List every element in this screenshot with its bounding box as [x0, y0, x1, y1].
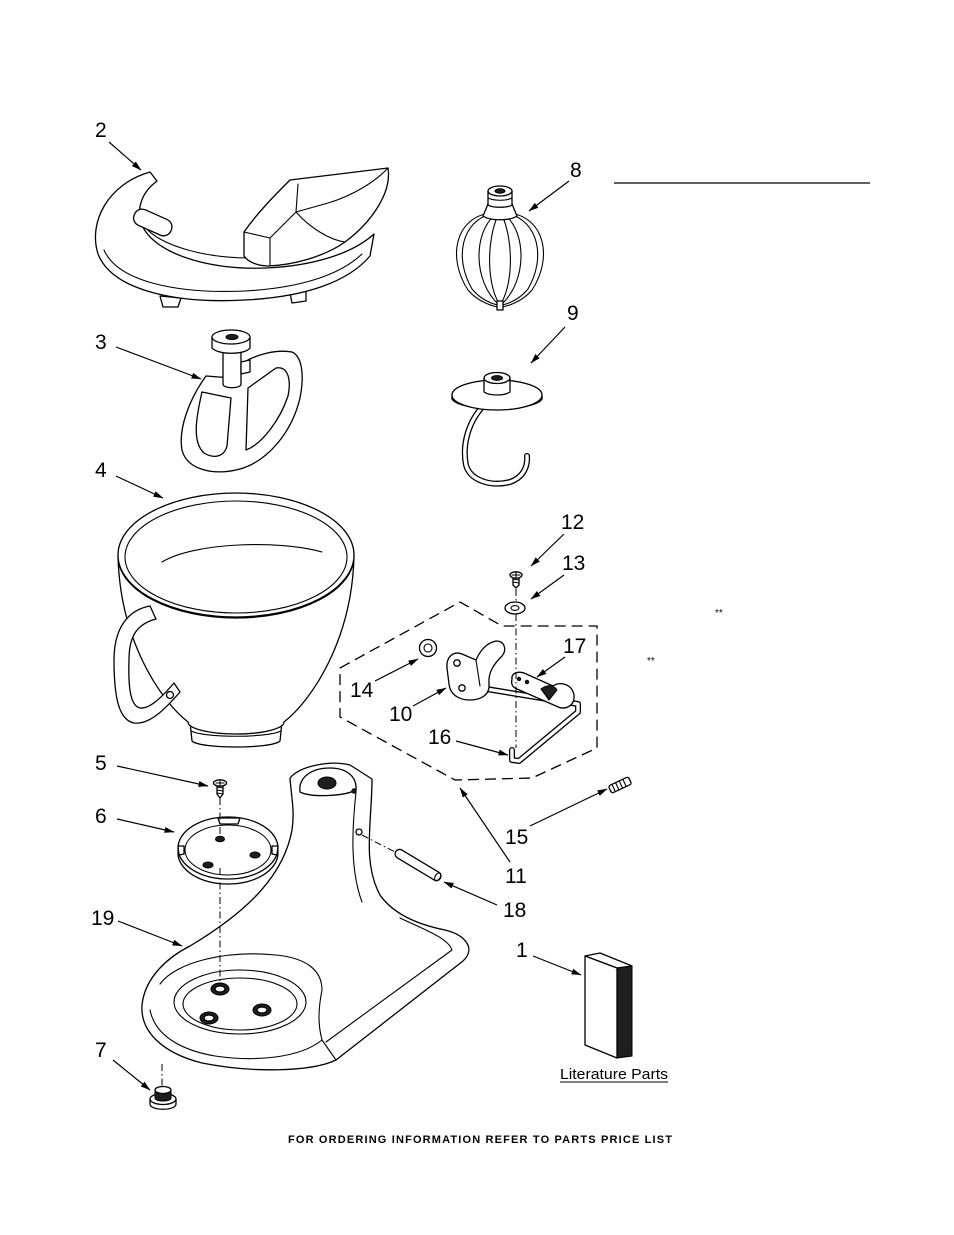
callout-14: 14 [350, 679, 374, 702]
hinge-pin-drawing [608, 777, 631, 794]
plate-hole [250, 852, 260, 858]
beater-pin [241, 360, 250, 374]
whip-wire [479, 215, 499, 305]
mixing-bowl-drawing [114, 493, 354, 747]
leader-12 [531, 534, 564, 566]
lever-hole [517, 677, 520, 680]
washer-outer [420, 640, 437, 657]
whip-knot [497, 301, 503, 310]
leader-9 [531, 327, 565, 363]
leader-6 [117, 819, 174, 832]
whip-wire [501, 215, 521, 305]
clamp-plate-drawing [178, 817, 278, 884]
pin-hole [356, 829, 362, 835]
leader-19 [118, 921, 182, 946]
callout-11: 11 [505, 865, 527, 888]
leader-16 [456, 741, 508, 755]
leader-14 [375, 659, 418, 681]
callout-16: 16 [428, 726, 451, 749]
leader-7 [113, 1060, 150, 1090]
callout-12: 12 [561, 511, 584, 534]
screw-drawing [214, 780, 227, 798]
plate-hole [216, 836, 225, 842]
callout-18: 18 [503, 899, 526, 922]
beater-cutout [196, 392, 231, 456]
leader-2 [109, 142, 141, 170]
book-front [585, 956, 617, 1058]
leader-17 [537, 657, 565, 677]
hook-rod-fill [465, 405, 527, 484]
whip-wire [490, 215, 500, 305]
whip-wire [462, 213, 500, 305]
callout-15: 15 [505, 826, 528, 849]
wire-whip-drawing [456, 186, 543, 310]
leader-3 [116, 347, 201, 379]
bracket-hole [454, 660, 460, 666]
bowl-rim [118, 493, 354, 617]
recess-pad-hole [257, 1007, 267, 1013]
foot-top [155, 1087, 171, 1094]
recess-pad-hole [204, 1015, 214, 1021]
hinge-slot [318, 777, 336, 789]
beater-cap-hole [226, 334, 238, 339]
flat-beater-drawing [181, 330, 302, 472]
leader-13 [531, 575, 564, 599]
washer-14-drawing [420, 640, 437, 657]
leader-18 [444, 882, 497, 905]
literature-parts-label: Literature Parts [560, 1066, 668, 1083]
lock-lever-drawing [512, 672, 574, 708]
leader-10 [413, 688, 446, 706]
foot-drawing [150, 1087, 176, 1110]
dough-hook-drawing [452, 373, 542, 484]
callout-1: 1 [516, 939, 528, 962]
whip-wire [500, 215, 510, 305]
leader-1 [533, 956, 581, 975]
hinge-dot [352, 789, 356, 793]
callout-4: 4 [95, 459, 107, 482]
callout-17: 17 [563, 635, 586, 658]
lever-hole [525, 680, 528, 683]
note-mark-a: ** [715, 608, 723, 619]
leader-15 [530, 789, 607, 826]
plate-tab [272, 846, 278, 855]
callout-10: 10 [389, 703, 412, 726]
literature-book-drawing [585, 953, 632, 1058]
callout-19: 19 [91, 907, 114, 930]
plate-hole [203, 862, 213, 868]
callout-8: 8 [570, 159, 582, 182]
washer-13-drawing [505, 602, 525, 614]
callout-9: 9 [567, 302, 579, 325]
book-side [617, 966, 632, 1058]
hook-hub-hole [492, 376, 503, 381]
callout-6: 6 [95, 805, 107, 828]
pouring-shield-drawing [95, 168, 388, 307]
callout-5: 5 [95, 752, 107, 775]
callout-7: 7 [95, 1039, 107, 1062]
plate-top [178, 817, 278, 879]
note-mark-b: ** [647, 656, 655, 667]
plate-tab [178, 846, 184, 855]
leader-4 [116, 476, 163, 498]
screw-12-drawing [510, 572, 522, 588]
whip-hub-hole [495, 189, 505, 193]
pedestal-base-drawing [142, 763, 469, 1070]
footer-ordering-note: FOR ORDERING INFORMATION REFER TO PARTS … [288, 1134, 672, 1146]
plate-tab [218, 818, 240, 824]
recess-pad-hole [215, 986, 225, 992]
handle-rivet [167, 692, 174, 699]
callout-3: 3 [95, 331, 107, 354]
whip-wire [500, 213, 538, 305]
leader-11 [460, 788, 510, 862]
callout-13: 13 [562, 552, 585, 575]
bracket-hole [459, 685, 465, 691]
hinge-rod-drawing [393, 848, 442, 882]
washer-outer [505, 602, 525, 614]
leader-8 [529, 181, 569, 211]
leader-5 [117, 766, 208, 786]
callout-2: 2 [95, 119, 107, 142]
